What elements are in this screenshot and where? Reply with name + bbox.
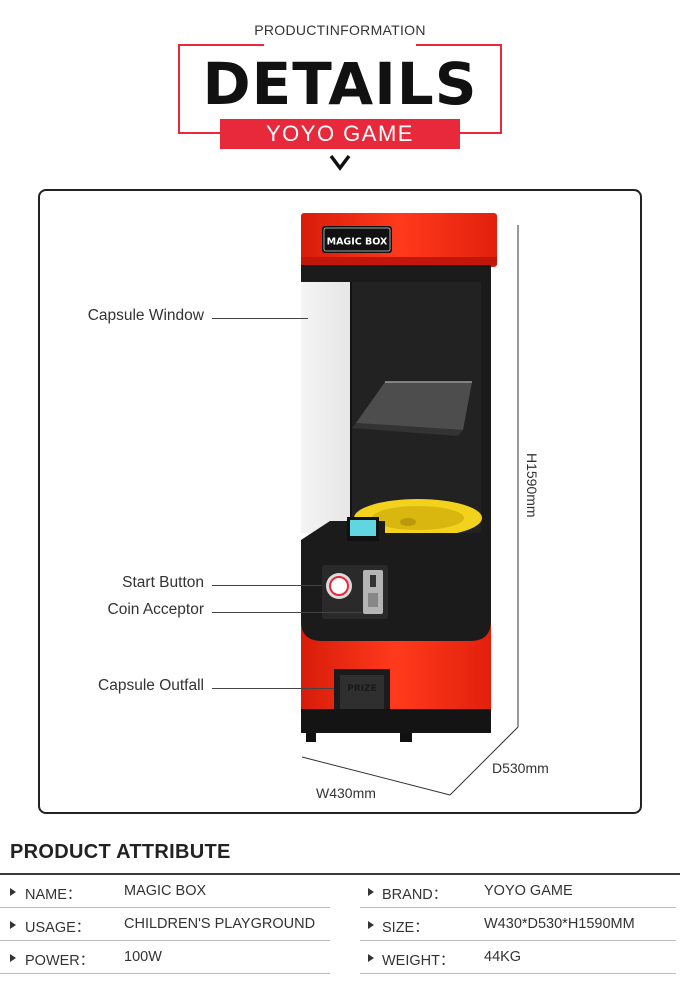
machine-illustration: MAGIC BOX PRIZE xyxy=(301,213,540,796)
depth-label: D530mm xyxy=(492,760,549,776)
attr-label: SIZE： xyxy=(382,920,429,936)
attr-value: YOYO GAME xyxy=(484,883,573,899)
svg-text:PRIZE: PRIZE xyxy=(347,684,377,694)
attr-label: USAGE： xyxy=(25,920,91,936)
table-row: NAME： MAGIC BOX BRAND： YOYO GAME xyxy=(0,875,680,908)
attr-value: 100W xyxy=(124,949,162,965)
attr-label: WEIGHT： xyxy=(382,953,455,969)
bullet-triangle-icon xyxy=(368,921,374,929)
magic-box-sign xyxy=(322,226,392,253)
display-screen xyxy=(350,520,376,536)
chevron-down-icon xyxy=(329,154,351,171)
attr-label: NAME： xyxy=(25,887,82,903)
attr-label: BRAND： xyxy=(382,887,448,903)
height-label: H1590mm xyxy=(524,453,540,518)
callout-start-button: Start Button xyxy=(122,574,204,591)
bullet-triangle-icon xyxy=(10,888,16,896)
table-row: USAGE： CHILDREN'S PLAYGROUND SIZE： W430*… xyxy=(0,908,680,941)
product-diagram: MAGIC BOX PRIZE xyxy=(38,189,642,814)
bullet-triangle-icon xyxy=(368,888,374,896)
attr-value: W430*D530*H1590MM xyxy=(484,916,635,932)
depth-dimension-line xyxy=(449,726,519,796)
width-dimension-line xyxy=(301,756,451,796)
callout-coin-acceptor: Coin Acceptor xyxy=(107,601,205,618)
header-frame xyxy=(178,44,502,134)
attribute-divider xyxy=(0,873,680,875)
attribute-title: PRODUCT ATTRIBUTE xyxy=(10,841,231,863)
bullet-triangle-icon xyxy=(10,921,16,929)
attr-value: CHILDREN'S PLAYGROUND xyxy=(124,916,316,932)
page-title: DETAILS xyxy=(202,50,478,118)
bullet-triangle-icon xyxy=(10,954,16,962)
attr-value: MAGIC BOX xyxy=(124,883,207,899)
callout-capsule-outfall: Capsule Outfall xyxy=(98,677,204,694)
attr-value: 44KG xyxy=(484,949,522,965)
bullet-triangle-icon xyxy=(368,954,374,962)
width-label: W430mm xyxy=(316,785,376,801)
sign-text: MAGIC BOX xyxy=(327,237,388,248)
callout-capsule-window: Capsule Window xyxy=(87,307,204,324)
header-subtitle: PRODUCTINFORMATION xyxy=(254,22,426,38)
attr-label: POWER： xyxy=(25,953,95,969)
brand-banner: YOYO GAME xyxy=(220,119,460,149)
table-row: POWER： 100W WEIGHT： 44KG xyxy=(0,941,680,974)
capsule-window xyxy=(301,282,351,533)
